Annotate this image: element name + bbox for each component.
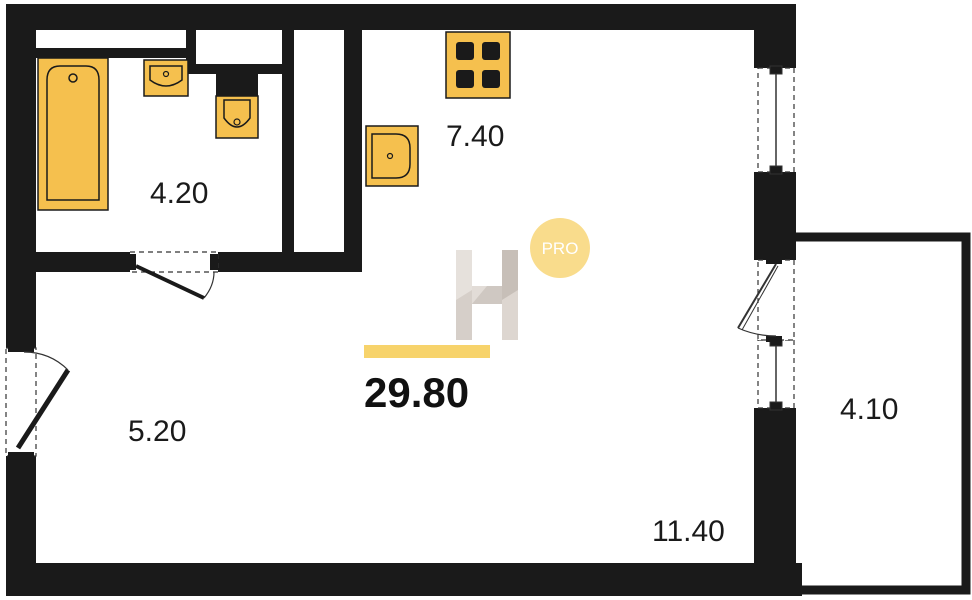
door-swing-icon [15, 368, 71, 450]
balcony-outline [796, 232, 971, 595]
kitchen-sink [365, 125, 419, 187]
stove [445, 31, 511, 99]
door-opening [129, 251, 219, 273]
entrance-door [5, 344, 71, 460]
bathroom-sink [143, 59, 189, 97]
kitchen-area-label: 7.40 [446, 120, 504, 153]
total-area-accent-bar [364, 345, 490, 358]
hallway-area-label: 5.20 [128, 415, 186, 448]
window-upper [757, 65, 795, 175]
brand-logo-icon [456, 250, 518, 340]
wall-bath-vertical [186, 30, 196, 70]
wall-top [6, 4, 796, 30]
bathroom-area-label: 4.20 [150, 177, 208, 210]
wall-shaft-left [282, 30, 294, 252]
window-lower [757, 337, 795, 411]
bathroom-door [128, 251, 219, 300]
wall-bath-divider [36, 48, 192, 58]
door-swing-icon [135, 264, 205, 300]
brand-logo: PRO [456, 218, 590, 340]
door-opening [757, 259, 795, 341]
bathtub [37, 57, 109, 211]
pro-badge [530, 218, 590, 278]
wall-left-upper [6, 4, 36, 348]
stove-icon [445, 31, 511, 99]
wall-wc-top [186, 64, 282, 74]
wall-bath-bottom-right [218, 252, 362, 272]
living-room-area-label: 11.40 [652, 515, 725, 548]
walls [6, 4, 802, 596]
wall-right-top [754, 4, 796, 68]
toilet-tank [216, 74, 258, 96]
pro-badge-text: PRO [542, 239, 579, 258]
wall-bottom [6, 563, 802, 596]
toilet-icon [215, 95, 259, 139]
wall-right-low [754, 408, 796, 596]
balcony-door [737, 258, 795, 342]
wall-shaft-right [344, 30, 362, 272]
toilet [215, 74, 259, 139]
total-area-label: 29.80 [364, 369, 469, 416]
balcony-area-label: 4.10 [840, 393, 898, 426]
wall-bath-bottom-left [36, 252, 130, 272]
door-swing-icon [737, 263, 777, 329]
door-opening [5, 347, 37, 457]
bathtub-icon [37, 57, 109, 211]
wall-right-mid [754, 172, 796, 260]
